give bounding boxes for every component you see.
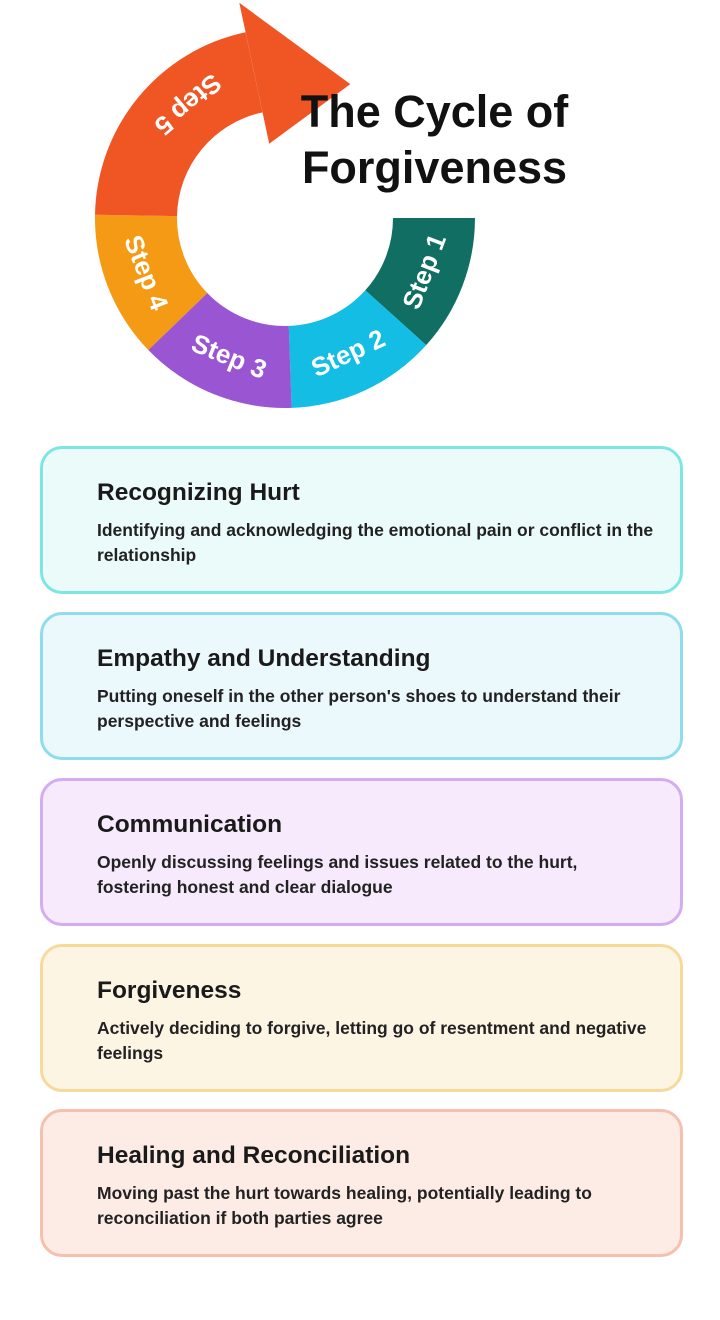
card-description: Openly discussing feelings and issues re… <box>97 852 578 897</box>
card-title: Healing and Reconciliation <box>97 1142 411 1169</box>
card-description: Putting oneself in the other person's sh… <box>97 686 621 731</box>
cycle-segment-step-3 <box>148 293 292 409</box>
page-title: The Cycle of Forgiveness <box>262 84 607 196</box>
title-line-1: The Cycle of <box>300 86 569 137</box>
card-forgiveness: Forgiveness Actively deciding to forgive… <box>40 944 683 1092</box>
card-description: Actively deciding to forgive, letting go… <box>97 1018 647 1063</box>
card-communication: Communication Openly discussing feelings… <box>40 778 683 926</box>
title-line-2: Forgiveness <box>301 142 568 193</box>
cycle-segment-step-2 <box>288 290 427 408</box>
card-recognizing-hurt: Recognizing Hurt Identifying and acknowl… <box>40 446 683 594</box>
card-title: Empathy and Understanding <box>97 645 431 672</box>
card-empathy-and-understanding: Empathy and Understanding Putting onesel… <box>40 612 683 760</box>
card-description: Identifying and acknowledging the emotio… <box>97 520 654 565</box>
card-title: Communication <box>97 811 283 838</box>
card-title: Recognizing Hurt <box>97 479 300 506</box>
cycle-segment-step-1 <box>365 218 475 346</box>
cycle-arrow-head <box>239 2 351 144</box>
cycle-segment-step-4 <box>94 214 208 350</box>
card-description: Moving past the hurt towards healing, po… <box>97 1183 592 1228</box>
card-healing-and-reconciliation: Healing and Reconciliation Moving past t… <box>40 1109 683 1257</box>
card-title: Forgiveness <box>97 977 242 1004</box>
cycle-segment-step-5 <box>95 32 263 217</box>
